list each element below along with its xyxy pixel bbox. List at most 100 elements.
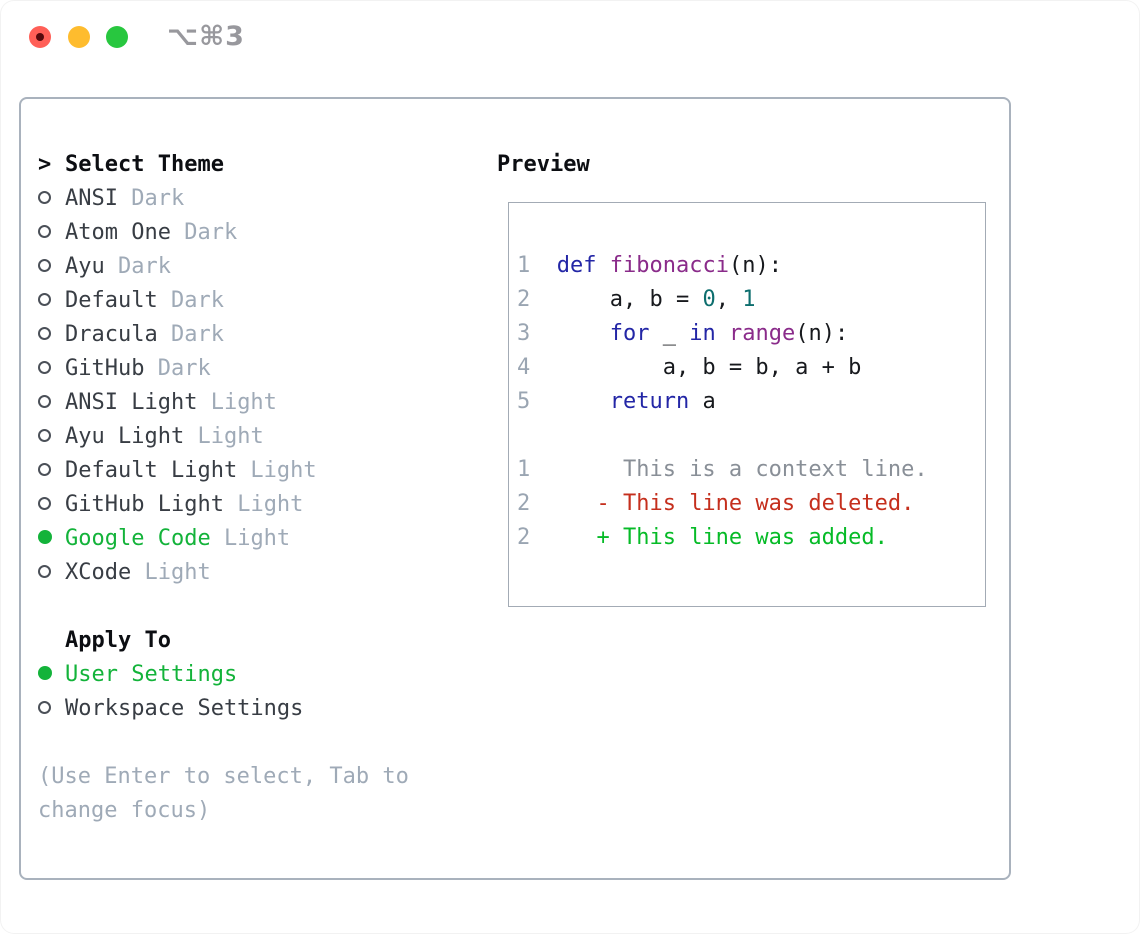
code-token: This is a context line. <box>530 457 928 482</box>
preview-header: Preview <box>497 148 986 182</box>
theme-option-ansi-light[interactable]: ANSI Light Light <box>38 386 409 420</box>
code-token: a, b = <box>530 287 703 312</box>
line-number: 5 <box>517 389 531 414</box>
option-label: Default Light <box>65 458 238 483</box>
option-label: Atom One <box>65 220 171 245</box>
code-token: , <box>715 287 743 312</box>
theme-option-google-code[interactable]: Google Code Light <box>38 522 409 556</box>
theme-option-default-light[interactable]: Default Light Light <box>38 454 409 488</box>
code-token: + This line was added. <box>530 525 888 550</box>
theme-option-ayu[interactable]: Ayu Dark <box>38 250 409 284</box>
theme-option-xcode[interactable]: XCode Light <box>38 556 409 590</box>
code-token: - This line was deleted. <box>530 491 915 516</box>
line-number: 3 <box>517 321 531 346</box>
code-token: (n): <box>728 253 782 278</box>
line-number: 1 <box>517 457 531 482</box>
radio-selected-icon <box>38 530 52 544</box>
line-number: 4 <box>517 355 531 380</box>
radio-icon <box>38 496 51 510</box>
footer-hint: (Use Enter to select, Tab to change focu… <box>38 764 409 823</box>
radio-icon <box>38 258 51 272</box>
code-token <box>530 253 557 278</box>
preview-line: 4 a, b = b, a + b <box>517 351 985 385</box>
code-token <box>530 321 609 346</box>
theme-option-ansi[interactable]: ANSI Dark <box>38 182 409 216</box>
apply-to-header: Apply To <box>38 624 409 658</box>
option-label: XCode <box>65 560 132 585</box>
radio-icon <box>38 462 51 476</box>
line-number: 2 <box>517 287 531 312</box>
option-label: Google Code <box>65 526 211 551</box>
radio-icon <box>38 292 51 306</box>
radio-icon <box>38 360 51 374</box>
preview-line: 2 + This line was added. <box>517 521 985 555</box>
radio-icon <box>38 700 51 714</box>
radio-icon <box>38 190 51 204</box>
code-token: a, b = b, a + b <box>530 355 862 380</box>
code-token <box>597 253 610 278</box>
theme-option-dracula[interactable]: Dracula Dark <box>38 318 409 352</box>
preview-line: 1 This is a context line. <box>517 453 985 487</box>
option-label: Ayu <box>65 254 105 279</box>
radio-icon <box>38 224 51 238</box>
zoom-button[interactable] <box>106 26 128 48</box>
theme-option-default[interactable]: Default Dark <box>38 284 409 318</box>
code-token: _ <box>649 321 690 346</box>
option-label: User Settings <box>65 662 238 687</box>
theme-option-github-light[interactable]: GitHub Light Light <box>38 488 409 522</box>
code-token <box>716 321 729 346</box>
variant-tag: Dark <box>104 254 171 279</box>
line-number: 2 <box>517 491 531 516</box>
preview-section: Preview 1 def fibonacci(n):2 a, b = 0, 1… <box>497 148 986 607</box>
window-shortcut-label: ⌥⌘3 <box>167 21 245 52</box>
option-label: ANSI Light <box>65 390 198 415</box>
apply-option-user-settings[interactable]: User Settings <box>38 658 409 692</box>
line-number: 1 <box>517 253 531 278</box>
option-label: ANSI <box>65 186 118 211</box>
variant-tag: Dark <box>144 356 211 381</box>
line-number: 2 <box>517 525 531 550</box>
variant-tag: Dark <box>157 288 224 313</box>
preview-title: Preview <box>497 152 590 177</box>
radio-selected-icon <box>38 666 52 680</box>
apply-option-workspace-settings[interactable]: Workspace Settings <box>38 692 409 726</box>
radio-icon <box>38 394 51 408</box>
theme-option-github[interactable]: GitHub Dark <box>38 352 409 386</box>
code-token: fibonacci <box>609 253 729 278</box>
variant-tag: Light <box>131 560 211 585</box>
theme-option-atom-one[interactable]: Atom One Dark <box>38 216 409 250</box>
option-label: Workspace Settings <box>65 696 304 721</box>
variant-tag: Dark <box>117 186 185 211</box>
radio-icon <box>38 326 51 340</box>
code-token: range <box>728 321 796 346</box>
code-token: (n): <box>795 321 849 346</box>
preview-line: 2 - This line was deleted. <box>517 487 985 521</box>
preview-line <box>517 419 985 453</box>
minimize-button[interactable] <box>68 26 90 48</box>
code-token: 1 <box>742 287 756 312</box>
select-theme-title: Select Theme <box>65 152 224 177</box>
code-token: 0 <box>702 287 716 312</box>
theme-option-ayu-light[interactable]: Ayu Light Light <box>38 420 409 454</box>
code-token: in <box>689 321 716 346</box>
preview-line: 2 a, b = 0, 1 <box>517 283 985 317</box>
radio-icon <box>38 564 51 578</box>
select-theme-header: >Select Theme <box>38 148 409 182</box>
close-button[interactable] <box>29 26 51 48</box>
variant-tag: Dark <box>170 220 238 245</box>
apply-to-title: Apply To <box>65 628 171 653</box>
preview-line: 5 return a <box>517 385 985 419</box>
preview-line: 1 def fibonacci(n): <box>517 249 985 283</box>
option-label: Dracula <box>65 322 158 347</box>
preview-line: 3 for _ in range(n): <box>517 317 985 351</box>
option-label: Default <box>65 288 158 313</box>
variant-tag: Light <box>210 526 291 551</box>
titlebar: ⌥⌘3 <box>0 0 1140 96</box>
code-token: a <box>689 389 716 414</box>
